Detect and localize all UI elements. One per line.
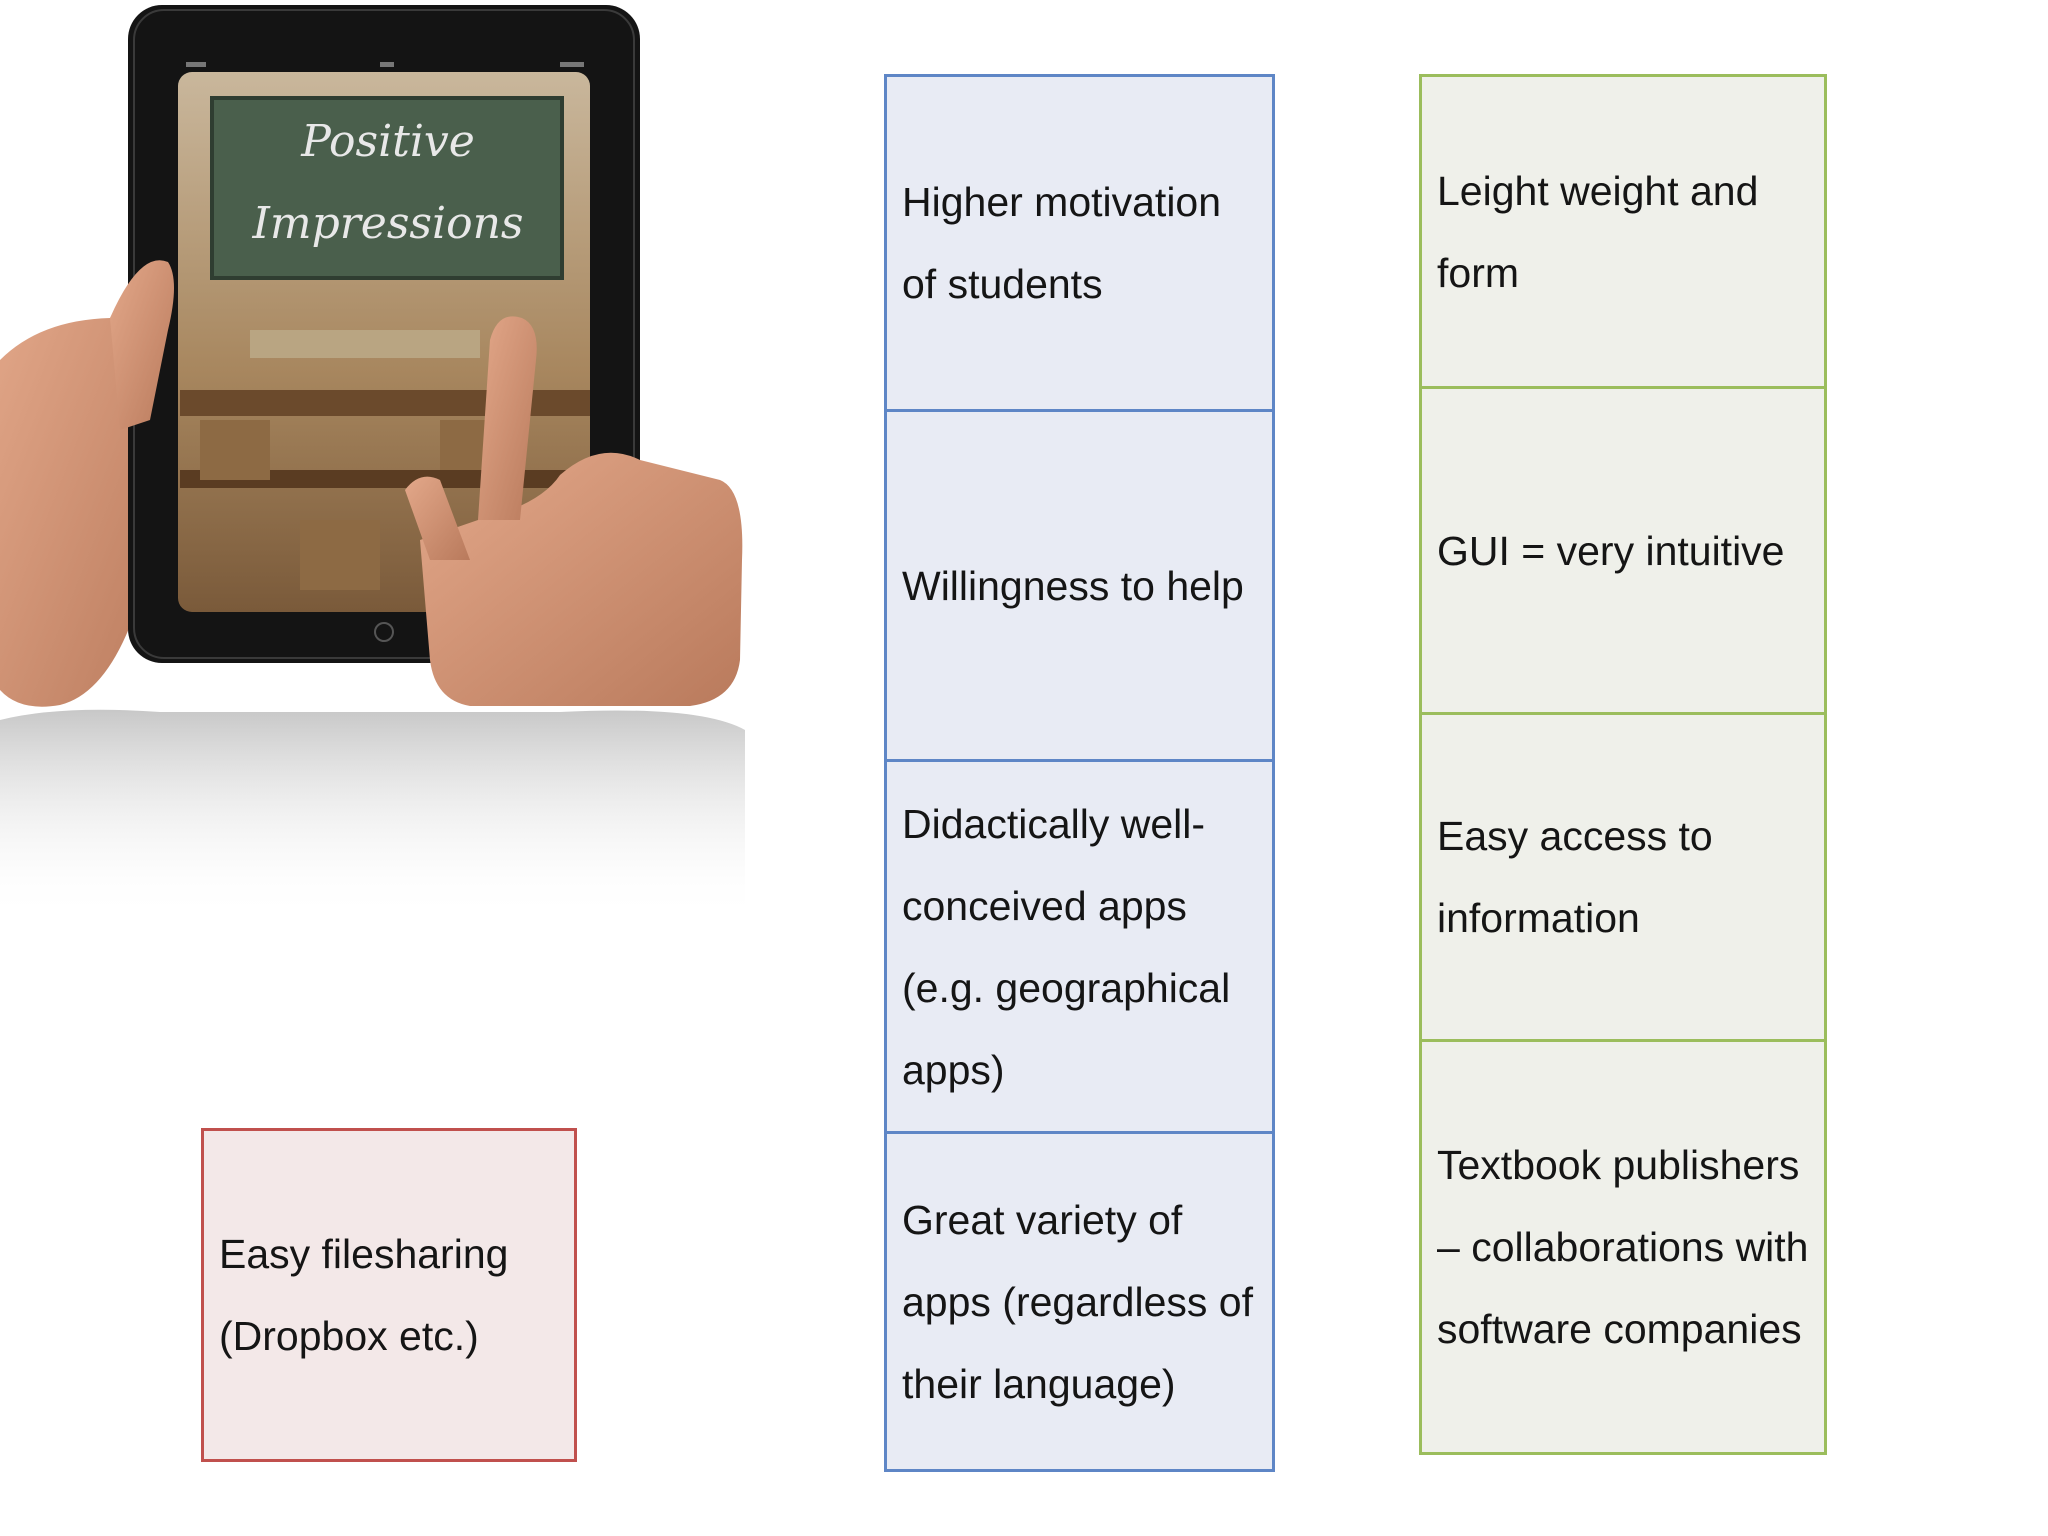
green-item-gui: GUI = very intuitive [1419, 386, 1827, 715]
blue-item-motivation: Higher motivation of students [884, 74, 1275, 412]
green-column: Leight weight and form GUI = very intuit… [1419, 74, 1827, 1455]
chalkboard [210, 96, 564, 280]
blue-item-variety: Great variety of apps (regardless of the… [884, 1131, 1275, 1472]
tablet-illustration: Positive Impressions [0, 5, 745, 920]
svg-text:Impressions: Impressions [252, 198, 524, 249]
red-box-filesharing: Easy filesharing (Dropbox etc.) [201, 1128, 577, 1462]
blue-column: Higher motivation of students Willingnes… [884, 74, 1275, 1472]
green-item-access: Easy access to information [1419, 712, 1827, 1042]
blue-item-didactic-apps: Didactically well-conceived apps (e.g. g… [884, 759, 1275, 1134]
blue-item-willingness: Willingness to help [884, 409, 1275, 762]
green-item-publishers: Textbook publishers – collaborations wit… [1419, 1039, 1827, 1455]
pointing-finger [478, 316, 537, 520]
green-item-weight: Leight weight and form [1419, 74, 1827, 389]
svg-text:Positive: Positive [300, 116, 475, 167]
